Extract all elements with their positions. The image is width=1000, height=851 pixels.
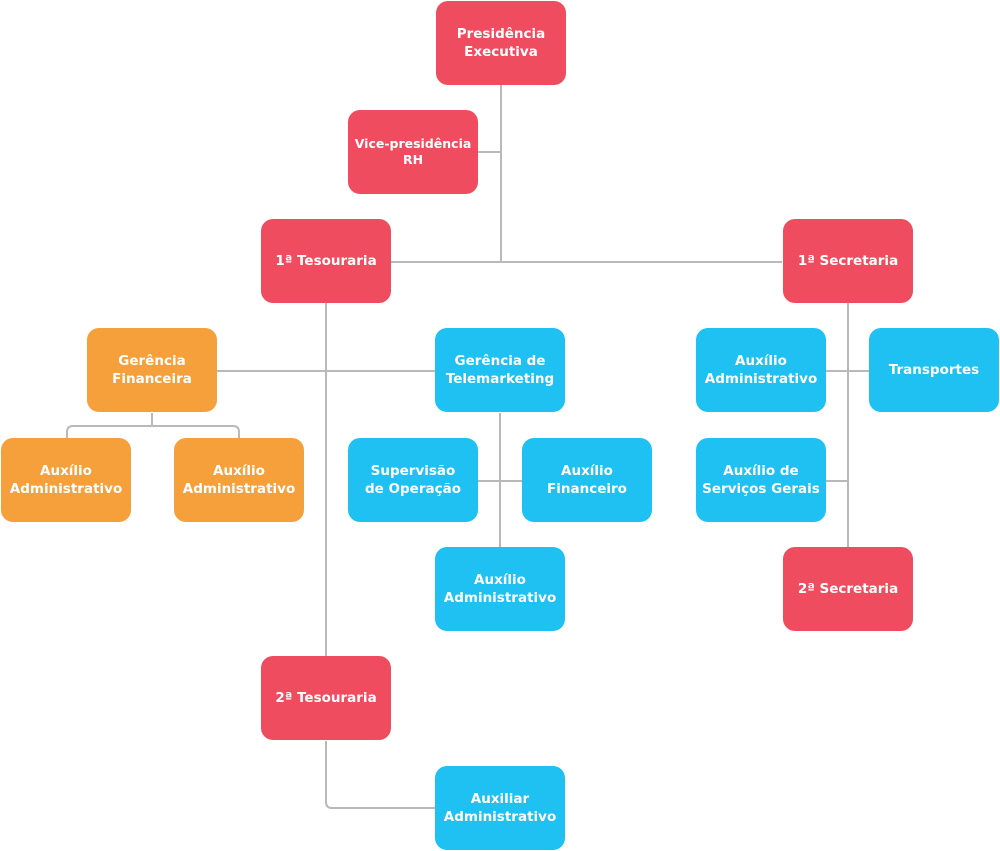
node-auxiliar-administrativo: Auxiliar Administrativo [435,766,565,850]
node-supervisao-operacao: Supervisão de Operação [348,438,478,522]
node-vice-presidencia-rh: Vice-presidência RH [348,110,478,194]
node-auxilio-administrativo-telemarketing: Auxílio Administrativo [435,547,565,631]
node-auxilio-administrativo-financeira-1: Auxílio Administrativo [1,438,131,522]
node-presidencia-executiva: Presidência Executiva [436,1,566,85]
node-1a-tesouraria: 1ª Tesouraria [261,219,391,303]
node-transportes: Transportes [869,328,999,412]
node-auxilio-administrativo-secretaria: Auxílio Administrativo [696,328,826,412]
node-auxilio-financeiro: Auxílio Financeiro [522,438,652,522]
connector-financeira-children [66,413,240,438]
connector-tesouraria2-aux [325,741,435,809]
node-1a-secretaria: 1ª Secretaria [783,219,913,303]
node-gerencia-financeira: Gerência Financeira [87,328,217,412]
node-auxilio-servicos-gerais: Auxílio de Serviços Gerais [696,438,826,522]
node-2a-secretaria: 2ª Secretaria [783,547,913,631]
node-auxilio-administrativo-financeira-2: Auxílio Administrativo [174,438,304,522]
node-gerencia-telemarketing: Gerência de Telemarketing [435,328,565,412]
node-2a-tesouraria: 2ª Tesouraria [261,656,391,740]
